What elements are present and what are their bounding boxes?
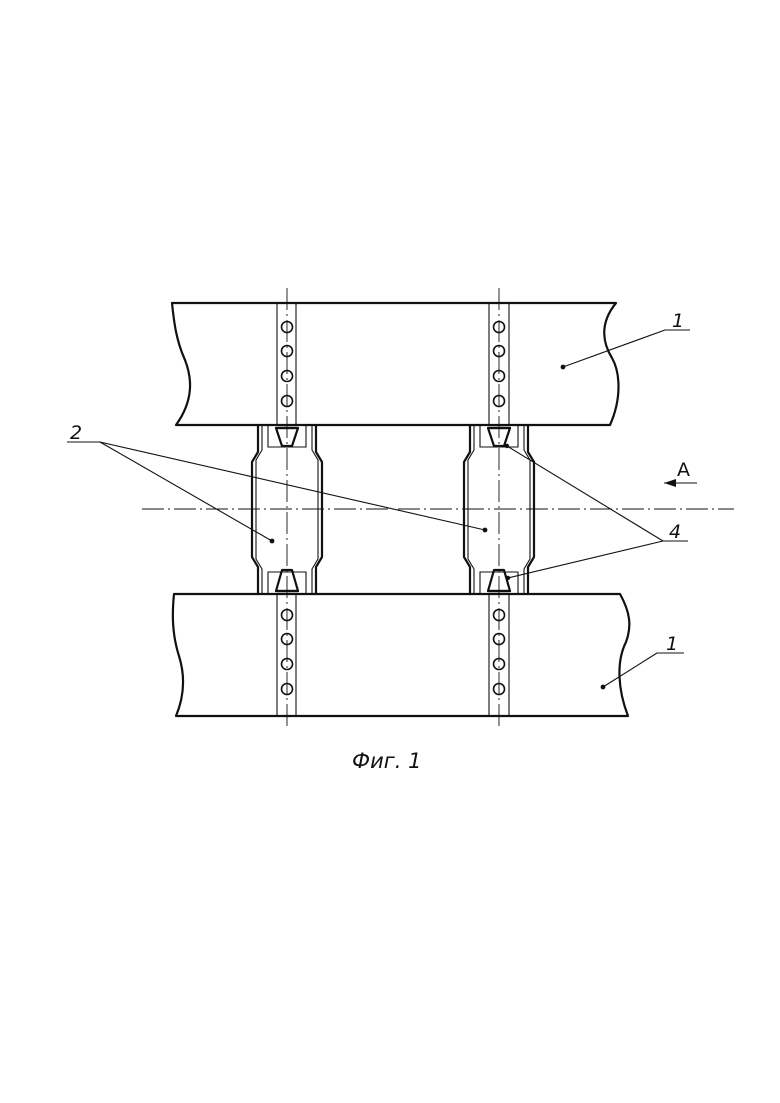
label-insert: 4 [669, 521, 681, 543]
label-connector: 2 [70, 422, 82, 444]
label-beam-upper: 1 [672, 310, 684, 332]
label-view-a: A [677, 459, 690, 481]
left-perforated-strip [277, 303, 296, 716]
center-lines [142, 288, 734, 728]
lower-beam [173, 594, 630, 716]
label-beam-lower: 1 [666, 633, 678, 655]
upper-beam [172, 303, 619, 425]
figure-caption: Фиг. 1 [352, 749, 421, 773]
leader-lines [67, 330, 697, 689]
